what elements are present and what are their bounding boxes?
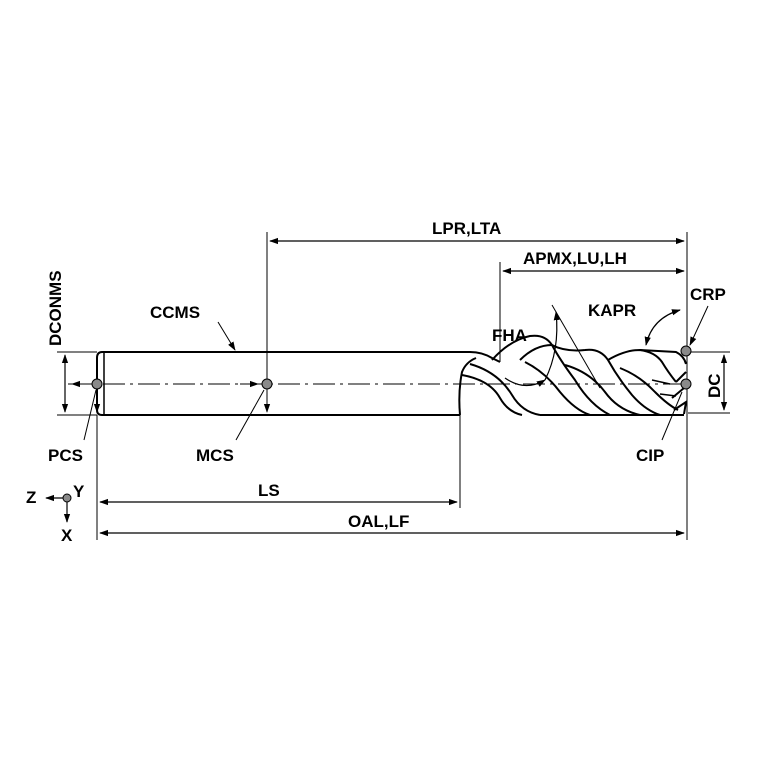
label-dconms: DCONMS (46, 270, 65, 346)
mcs-leader (235, 389, 265, 441)
label-kapr: KAPR (588, 301, 636, 320)
label-axis-x: X (61, 526, 73, 545)
cip-leader (661, 391, 683, 441)
flutes (461, 334, 688, 416)
label-apmx-lu-lh: APMX,LU,LH (523, 249, 627, 268)
label-dc: DC (705, 373, 724, 398)
label-oal-lf: OAL,LF (348, 512, 409, 531)
label-ccms: CCMS (150, 303, 200, 322)
crp-leader (689, 305, 709, 346)
tool-body (96, 334, 688, 416)
pcs-leader (83, 389, 97, 441)
label-crp: CRP (690, 285, 726, 304)
flute-start (458, 357, 477, 416)
label-fha: FHA (492, 326, 527, 345)
label-pcs: PCS (48, 446, 83, 465)
label-ls: LS (258, 481, 280, 500)
coordinate-system-icon (45, 493, 72, 523)
fha-angle (504, 304, 601, 389)
label-cip: CIP (636, 446, 664, 465)
label-axis-z: Z (26, 488, 36, 507)
pcs-point (91, 378, 103, 390)
label-lpr-lta: LPR,LTA (432, 219, 501, 238)
kapr-angle (644, 309, 681, 346)
label-mcs: MCS (196, 446, 234, 465)
crp-point (680, 345, 692, 357)
label-axis-y: Y (73, 482, 85, 501)
cip-point (680, 378, 692, 390)
mcs-point (261, 378, 273, 390)
extension-lines (57, 232, 730, 540)
ccms-leader (217, 321, 236, 351)
